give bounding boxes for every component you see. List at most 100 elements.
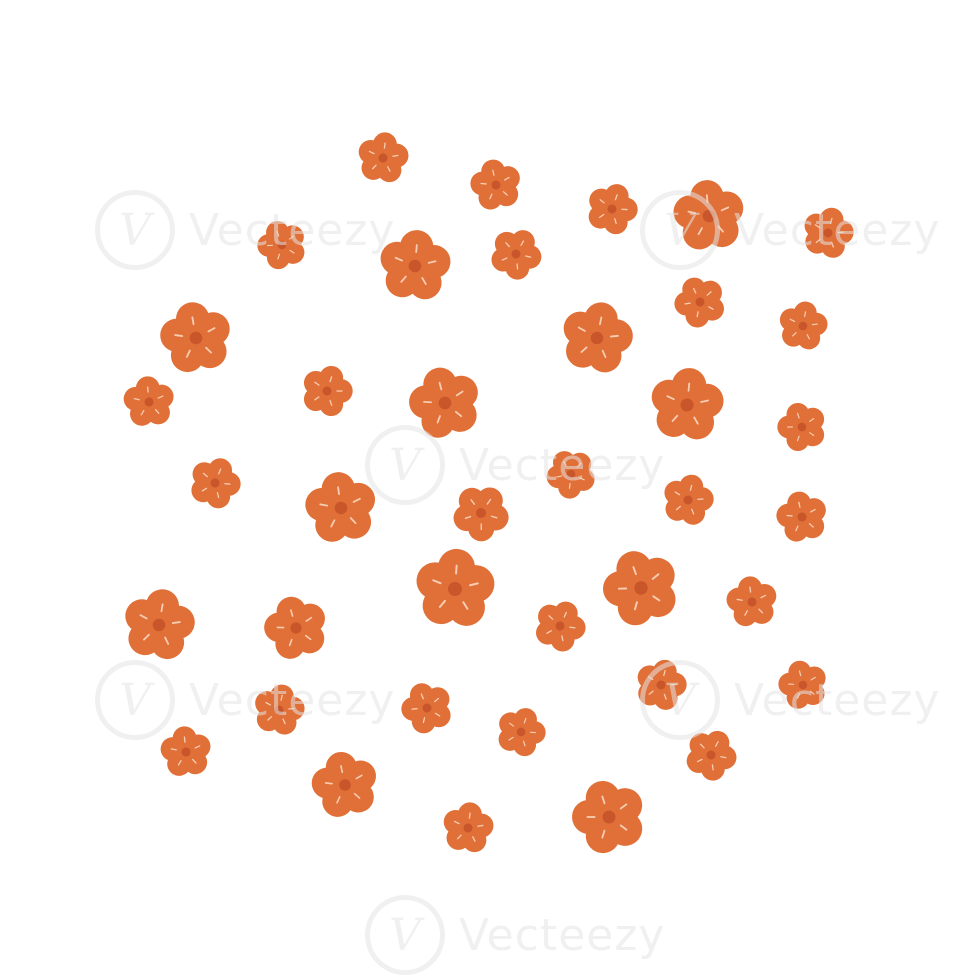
flower-shape bbox=[121, 374, 176, 428]
flower-shape bbox=[355, 129, 412, 185]
petal-highlight bbox=[191, 316, 195, 326]
petal-highlight bbox=[810, 676, 816, 681]
petal-highlight bbox=[529, 731, 536, 734]
petal-highlight bbox=[453, 820, 460, 825]
flower-center bbox=[590, 331, 604, 345]
petal-highlight bbox=[792, 332, 797, 337]
petal-highlight bbox=[561, 635, 564, 642]
petal-highlight bbox=[183, 736, 186, 743]
flower-shape bbox=[394, 674, 459, 739]
petal-highlight bbox=[548, 615, 554, 620]
flower-center bbox=[189, 331, 203, 345]
petal-highlight bbox=[224, 483, 231, 485]
petal-highlight bbox=[468, 812, 471, 819]
flower-shape bbox=[443, 474, 520, 550]
flower-center bbox=[408, 259, 422, 273]
petal-highlight bbox=[811, 323, 818, 326]
petal-highlight bbox=[216, 492, 220, 499]
flower-shape bbox=[306, 745, 384, 822]
petal-highlight bbox=[501, 257, 508, 261]
petal-highlight bbox=[319, 503, 329, 507]
petal-highlight bbox=[157, 395, 164, 399]
petal-highlight bbox=[324, 782, 333, 785]
flower-shape bbox=[775, 297, 831, 353]
petal-highlight bbox=[577, 326, 586, 332]
petal-highlight bbox=[798, 501, 801, 508]
flower-shape bbox=[666, 268, 733, 334]
petal-highlight bbox=[614, 194, 618, 201]
petal-highlight bbox=[353, 792, 361, 799]
petal-highlight bbox=[505, 242, 510, 248]
petal-highlight bbox=[420, 693, 424, 700]
flower-shape bbox=[482, 219, 551, 287]
petal-highlight bbox=[789, 318, 796, 323]
petal-highlight bbox=[796, 435, 800, 442]
petal-highlight bbox=[421, 277, 427, 285]
petal-highlight bbox=[599, 316, 603, 326]
petal-highlight bbox=[563, 460, 567, 467]
petal-highlight bbox=[576, 462, 582, 468]
flower-shape bbox=[723, 573, 780, 629]
petal-highlight bbox=[580, 346, 588, 353]
flower-center bbox=[680, 398, 694, 412]
flower-shape bbox=[580, 176, 645, 240]
petal-highlight bbox=[492, 169, 495, 176]
petal-highlight bbox=[267, 244, 274, 247]
petal-highlight bbox=[392, 154, 399, 157]
petal-highlight bbox=[632, 566, 637, 576]
petal-highlight bbox=[454, 410, 463, 418]
flower-center bbox=[555, 621, 565, 631]
flower-center bbox=[274, 705, 284, 715]
petal-highlight bbox=[711, 764, 714, 771]
petal-highlight bbox=[687, 210, 697, 215]
petal-highlight bbox=[525, 255, 532, 258]
petal-highlight bbox=[633, 601, 638, 611]
petal-highlight bbox=[598, 213, 605, 219]
petal-highlight bbox=[648, 690, 654, 695]
petal-highlight bbox=[160, 603, 164, 613]
petal-highlight bbox=[371, 164, 377, 170]
petal-highlight bbox=[434, 712, 441, 717]
petal-highlight bbox=[205, 346, 212, 354]
petal-highlight bbox=[427, 260, 437, 264]
petal-highlight bbox=[708, 306, 714, 310]
flower-center bbox=[463, 823, 473, 833]
petal-highlight bbox=[304, 634, 312, 641]
petal-highlight bbox=[829, 217, 833, 224]
petal-highlight bbox=[760, 594, 767, 599]
flower-center bbox=[277, 240, 287, 250]
petal-highlight bbox=[480, 523, 483, 531]
flower-shape bbox=[377, 227, 454, 302]
flower-shape bbox=[537, 440, 603, 506]
petal-highlight bbox=[758, 608, 764, 614]
petal-highlight bbox=[663, 693, 667, 700]
flower-center bbox=[706, 750, 716, 760]
petal-highlight bbox=[330, 519, 336, 528]
flower-center bbox=[144, 397, 154, 407]
petal-highlight bbox=[337, 486, 340, 496]
petal-highlight bbox=[400, 275, 407, 283]
flower-center bbox=[798, 321, 808, 331]
petal-highlight bbox=[697, 498, 704, 500]
petal-highlight bbox=[289, 249, 295, 254]
flower-shape bbox=[490, 700, 552, 762]
petal-highlight bbox=[804, 311, 807, 318]
petal-highlight bbox=[663, 669, 666, 677]
petal-highlight bbox=[787, 426, 794, 428]
petal-highlight bbox=[699, 743, 705, 749]
flower-shape bbox=[466, 154, 526, 213]
petal-highlight bbox=[267, 716, 273, 721]
flower-center bbox=[378, 153, 388, 163]
petal-highlight bbox=[706, 291, 712, 296]
petal-highlight bbox=[601, 795, 606, 805]
petal-highlight bbox=[798, 670, 802, 677]
petal-highlight bbox=[693, 287, 697, 294]
petal-highlight bbox=[422, 717, 426, 724]
petal-highlight bbox=[809, 417, 815, 422]
flower-shape bbox=[647, 364, 727, 442]
petal-highlight bbox=[809, 432, 815, 437]
petal-highlight bbox=[394, 256, 404, 262]
petal-highlight bbox=[469, 582, 479, 587]
flower-shape bbox=[773, 655, 832, 713]
